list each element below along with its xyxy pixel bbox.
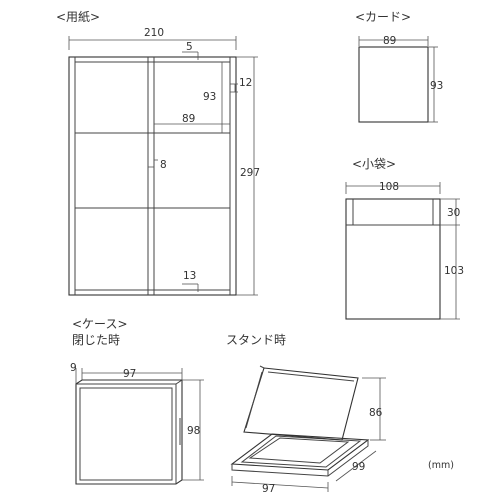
pouch-height-label: 103 <box>444 265 464 277</box>
card-title: <カード> <box>355 10 411 24</box>
stand-lid <box>243 367 359 441</box>
case-subtitle: 閉じた時 <box>72 333 120 347</box>
paper-gap5-label: 5 <box>186 41 193 53</box>
paper-gap12-label: 12 <box>239 77 252 89</box>
stand-width-label: 97 <box>262 483 275 495</box>
case-height-label: 98 <box>187 425 200 437</box>
stand-depth-label: 99 <box>352 461 365 473</box>
case-width-label: 97 <box>123 368 136 380</box>
paper-w89-label: 89 <box>182 113 195 125</box>
stand-title: スタンド時 <box>226 333 286 347</box>
pouch-flap-label: 30 <box>447 207 460 219</box>
paper-gap13-label: 13 <box>183 270 196 282</box>
pouch-title: <小袋> <box>352 157 396 171</box>
card-width-label: 89 <box>383 35 396 47</box>
stand-height-label: 86 <box>369 407 383 419</box>
paper-outline <box>68 56 237 296</box>
pouch-section: <小袋> 108 30 103 <box>345 157 464 320</box>
card-outline <box>358 46 429 123</box>
paper-width-label: 210 <box>144 27 164 39</box>
unit-label: (mm) <box>428 460 454 471</box>
paper-section: <用紙> 210 5 12 93 89 <box>56 9 260 296</box>
pouch-width-label: 108 <box>379 181 399 193</box>
case-depth-label: 9 <box>70 362 77 374</box>
paper-title: <用紙> <box>56 9 100 24</box>
case-body <box>75 379 183 485</box>
case-title: <ケース> <box>72 317 128 331</box>
paper-gap8-label: 8 <box>160 159 167 171</box>
pouch-outline <box>345 198 441 320</box>
stand-section: スタンド時 86 99 97 <box>226 333 386 495</box>
card-section: <カード> 89 93 <box>355 10 443 123</box>
case-section: <ケース> 閉じた時 9 97 98 <box>70 317 204 485</box>
paper-h93-label: 93 <box>203 91 216 103</box>
paper-height-label: 297 <box>240 167 260 179</box>
card-height-label: 93 <box>430 80 443 92</box>
